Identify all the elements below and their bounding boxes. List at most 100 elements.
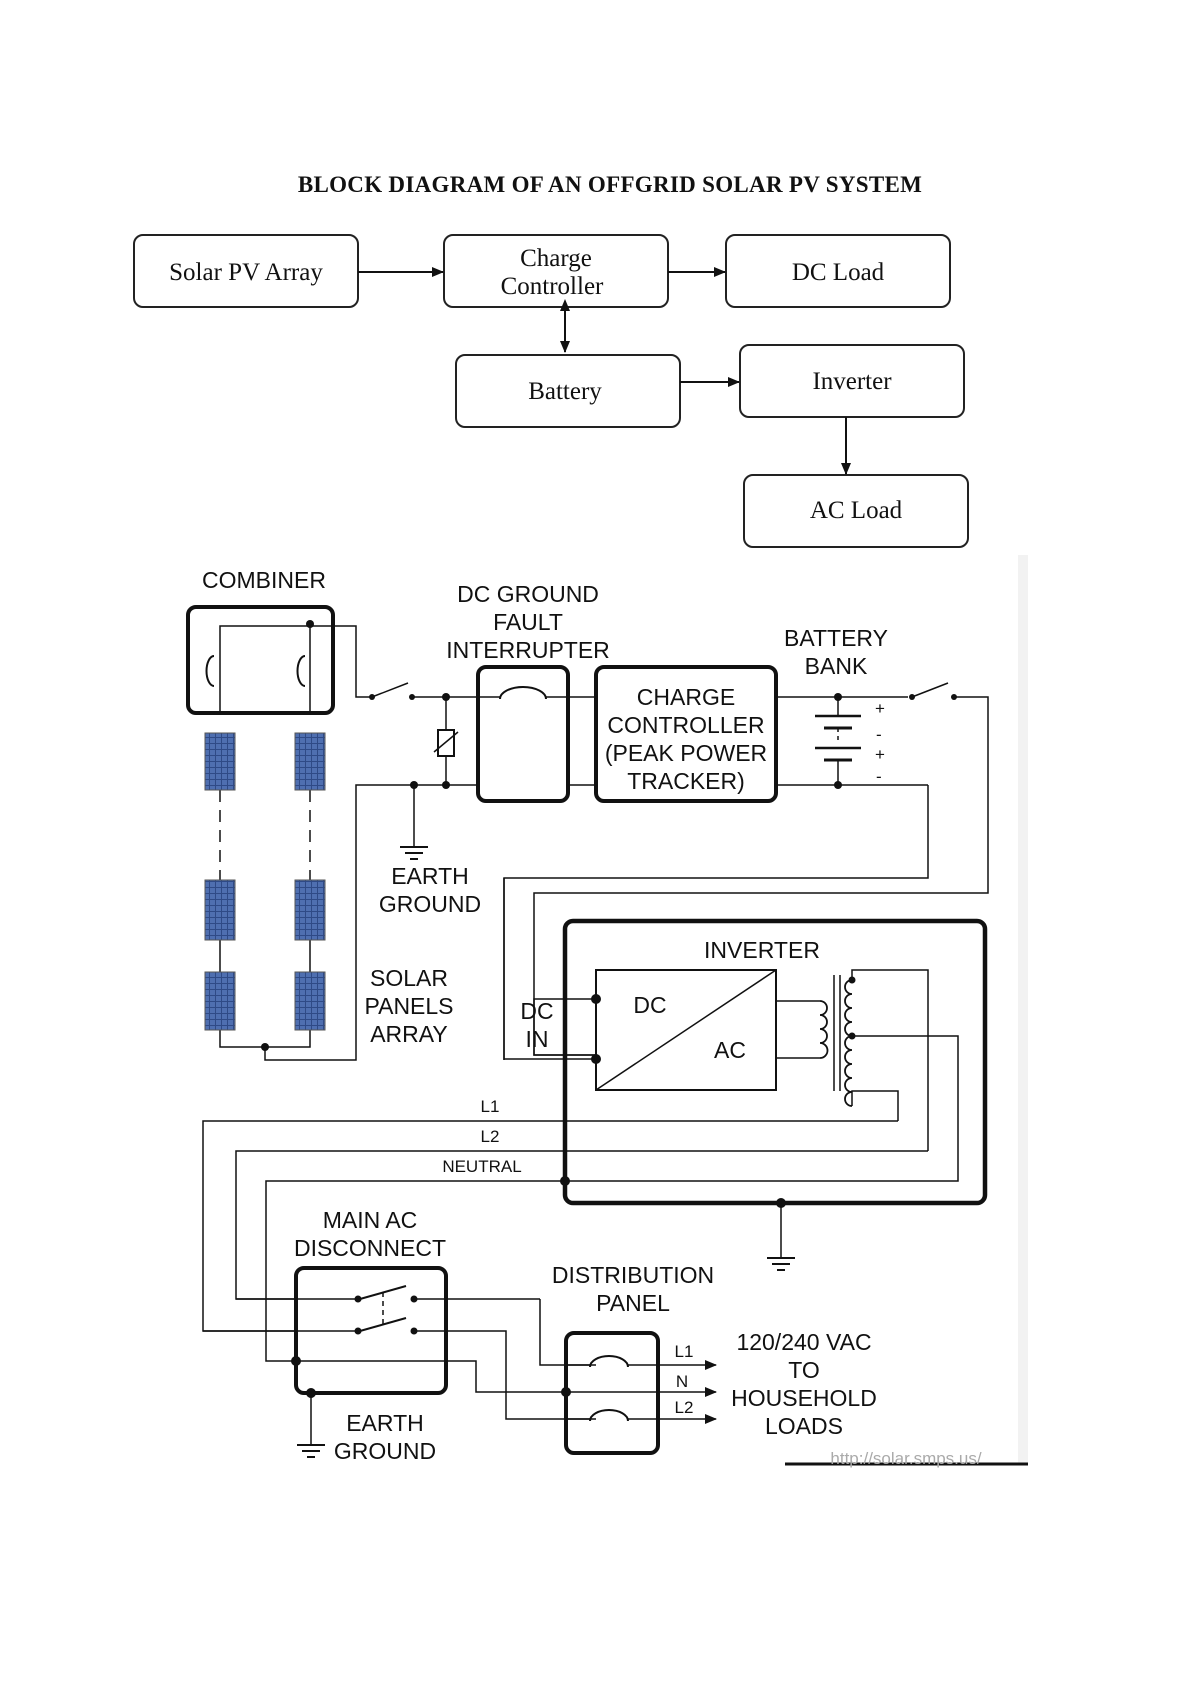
switch-contact — [354, 1327, 362, 1335]
neutral-node — [291, 1356, 301, 1366]
inverter-box — [562, 918, 988, 1206]
label-battery: Battery — [528, 378, 602, 405]
combiner-fuse-right — [296, 655, 306, 687]
solar-panel — [294, 732, 326, 791]
label-out-l1: L1 — [675, 1342, 694, 1361]
label-dc-gfi-2: FAULT — [493, 609, 563, 635]
polarity-minus-2: - — [876, 767, 882, 786]
inverter-enclosure — [503, 878, 988, 1206]
distribution-panel-box — [564, 1331, 660, 1455]
label-earth-ground-top-1: EARTH — [391, 863, 469, 889]
transformer-node — [848, 976, 856, 984]
block-diagram — [133, 234, 969, 548]
label-controller-2: CONTROLLER — [607, 712, 764, 738]
label-inverter: Inverter — [812, 368, 892, 395]
schematic-labels: COMBINER DC GROUND FAULT INTERRUPTER BAT… — [202, 567, 982, 1468]
solar-panel — [294, 971, 326, 1031]
switch-contact — [354, 1295, 362, 1303]
label-loads-2: TO — [788, 1357, 820, 1383]
transformer-secondary — [844, 979, 853, 1107]
label-line-neutral: NEUTRAL — [442, 1157, 521, 1176]
combiner-box — [186, 605, 335, 715]
label-dc-gfi-3: INTERRUPTER — [446, 637, 610, 663]
combiner — [186, 605, 372, 715]
label-out-l2: L2 — [675, 1398, 694, 1417]
inverter-ground — [767, 1203, 795, 1271]
block-dc-load — [725, 234, 951, 308]
combiner-fuse-left — [205, 655, 215, 687]
solar-panel — [294, 879, 326, 941]
label-earth-ground-bottom-1: EARTH — [346, 1410, 424, 1436]
schematic-right-edge — [1018, 555, 1028, 1465]
block-inverter — [739, 344, 965, 418]
earth-ground-bottom-symbol — [297, 1444, 325, 1458]
label-distribution-2: PANEL — [596, 1290, 670, 1316]
solar-panels — [204, 732, 326, 1031]
label-controller-4: TRACKER) — [627, 768, 745, 794]
label-line-l1: L1 — [481, 1097, 500, 1116]
switch-contact — [369, 694, 375, 700]
switch-contact — [951, 694, 957, 700]
surge-arrester — [437, 729, 455, 757]
block-labels: Solar PV Array Charge Controller DC Load… — [169, 245, 903, 524]
main-ac-disconnect — [203, 1266, 596, 1445]
solar-panel — [204, 971, 236, 1031]
solar-panel — [204, 732, 236, 791]
label-controller-3: (PEAK POWER — [605, 740, 767, 766]
dc-in-node — [591, 1054, 601, 1064]
distribution-panel — [564, 1331, 660, 1455]
junction-node — [442, 693, 450, 701]
label-solar-pv-array: Solar PV Array — [169, 259, 323, 286]
label-loads-1: 120/240 VAC — [736, 1329, 871, 1355]
label-main-ac-2: DISCONNECT — [294, 1235, 446, 1261]
label-loads-4: LOADS — [765, 1413, 843, 1439]
label-battery-bank-2: BANK — [805, 653, 868, 679]
label-ac-load: AC Load — [810, 497, 903, 524]
label-inverter-ac: AC — [714, 1037, 746, 1063]
dc-gfi-box — [476, 665, 570, 803]
solar-panel — [204, 879, 236, 941]
combiner-node — [306, 620, 314, 628]
page-title: BLOCK DIAGRAM OF AN OFFGRID SOLAR PV SYS… — [298, 172, 922, 197]
label-inverter-dc: DC — [633, 992, 666, 1018]
block-ac-load — [743, 474, 969, 548]
polarity-plus-1: + — [875, 699, 885, 718]
label-battery-bank-1: BATTERY — [784, 625, 888, 651]
label-distribution-1: DISTRIBUTION — [552, 1262, 714, 1288]
label-dc-in-1: DC — [520, 998, 553, 1024]
label-dc-gfi-1: DC GROUND — [457, 581, 599, 607]
output-arrows — [658, 1360, 717, 1424]
junction-node — [442, 781, 450, 789]
inverter-dc-ac-block — [595, 969, 777, 1091]
dc-gfi — [476, 665, 570, 803]
transformer-node — [848, 1032, 856, 1040]
label-combiner: COMBINER — [202, 567, 326, 593]
label-loads-3: HOUSEHOLD — [731, 1385, 877, 1411]
dc-switch-and-ground — [371, 682, 478, 860]
panels-node — [261, 1043, 269, 1051]
label-earth-ground-bottom-2: GROUND — [334, 1438, 436, 1464]
dc-in-node — [591, 994, 601, 1004]
label-controller-1: CHARGE — [637, 684, 735, 710]
block-arrows — [358, 267, 851, 475]
switch-contact — [409, 694, 415, 700]
switch-contact — [410, 1295, 418, 1303]
transformer-primary — [819, 1000, 829, 1059]
watermark-url: http://solar.smps.us/ — [830, 1449, 981, 1468]
label-charge-controller-2: Controller — [501, 273, 604, 300]
block-battery — [455, 354, 681, 428]
label-inverter: INVERTER — [704, 937, 820, 963]
label-solar-panels-1: SOLAR — [370, 965, 448, 991]
label-main-ac-1: MAIN AC — [323, 1207, 418, 1233]
polarity-minus-1: - — [876, 725, 882, 744]
battery-node — [834, 781, 842, 789]
label-solar-panels-3: ARRAY — [370, 1021, 448, 1047]
ground-node — [306, 1388, 316, 1398]
label-earth-ground-top-2: GROUND — [379, 891, 481, 917]
panel-neutral-node — [561, 1387, 571, 1397]
switch-contact — [909, 694, 915, 700]
polarity-plus-2: + — [875, 745, 885, 764]
switch-contact — [410, 1327, 418, 1335]
label-line-l2: L2 — [481, 1127, 500, 1146]
